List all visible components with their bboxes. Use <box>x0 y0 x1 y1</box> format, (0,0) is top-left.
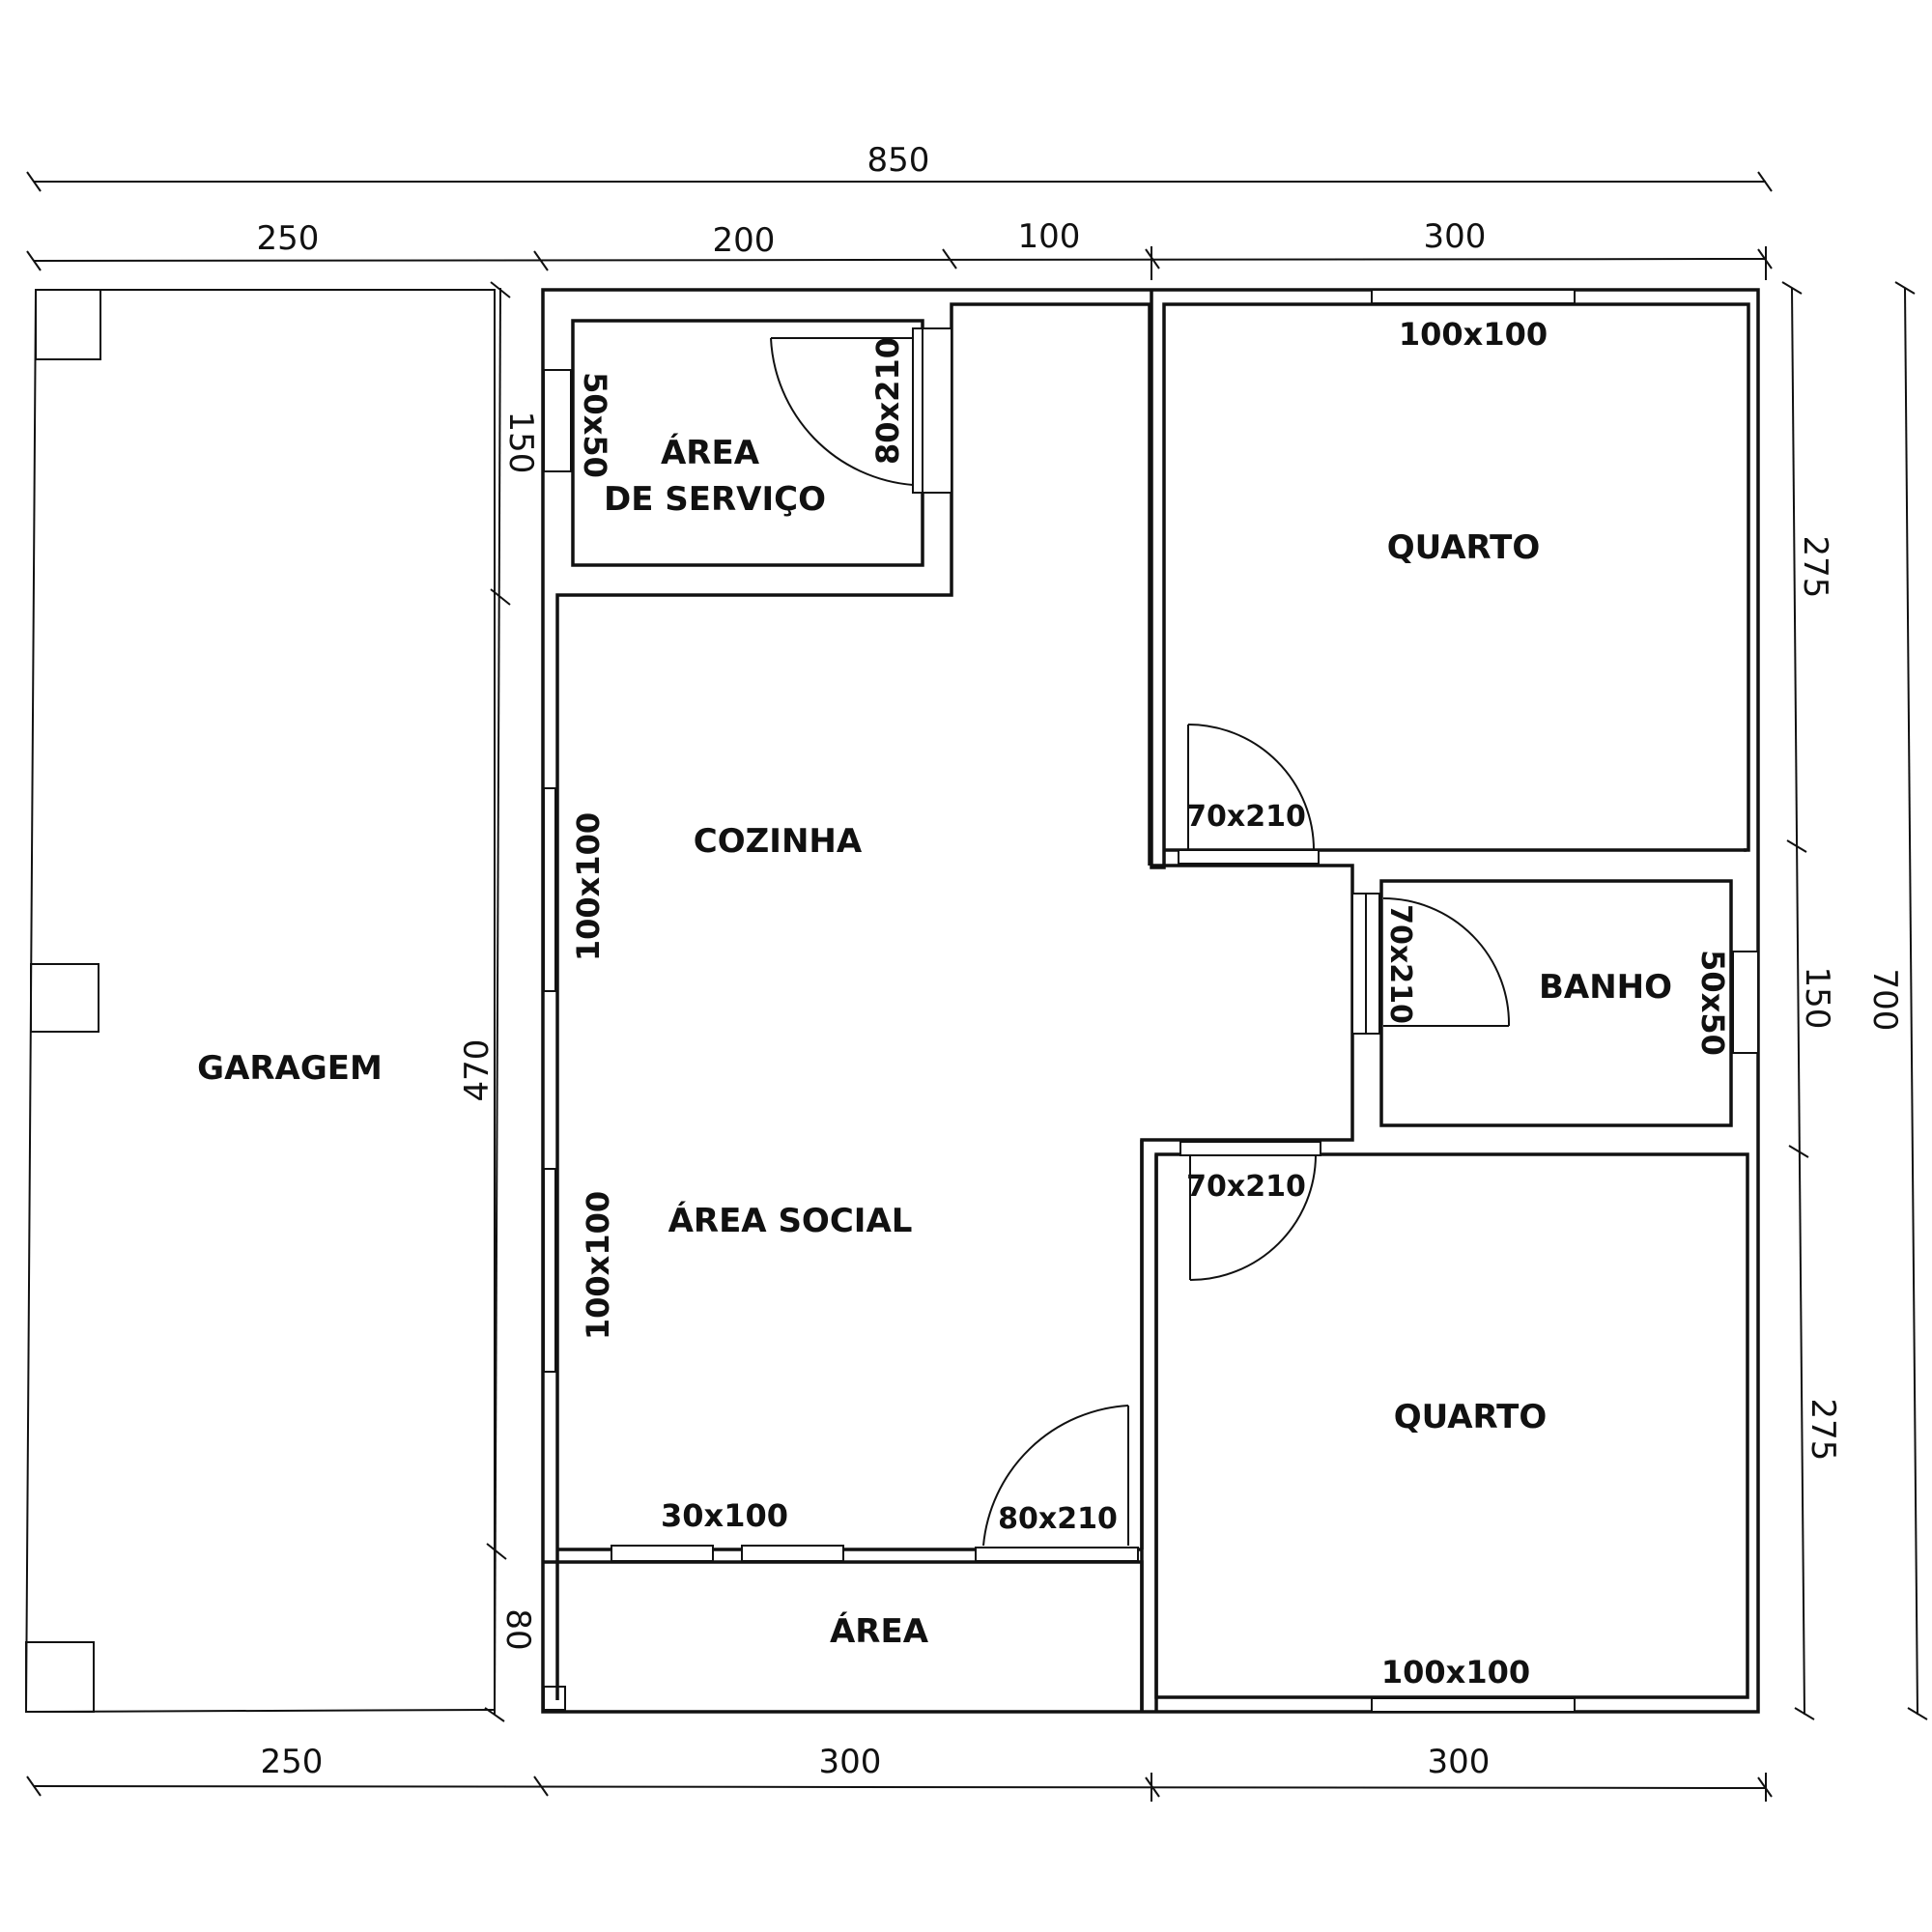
room-label-quarto-bottom: QUARTO <box>1394 1398 1548 1436</box>
room-label-garagem: GARAGEM <box>197 1049 383 1088</box>
dim-top-quarto: 300 <box>1424 217 1487 256</box>
opening-label-entrance-door: 80x210 <box>998 1502 1118 1536</box>
dim-top-hall: 100 <box>1018 217 1081 256</box>
doors <box>770 327 1511 1562</box>
opening-label-servico-window: 50x50 <box>577 372 613 478</box>
dim-total-height: 700 <box>1865 969 1904 1032</box>
dim-left-social: 470 <box>458 1039 497 1102</box>
hall-walls <box>543 864 1354 1712</box>
room-label-banho: BANHO <box>1539 968 1672 1007</box>
dim-right-quarto-top: 275 <box>1796 536 1834 599</box>
garagem-outline <box>24 289 496 1714</box>
corner-marker <box>543 1686 566 1711</box>
room-label-area-servico-1: ÁREA <box>661 433 760 472</box>
opening-label-quarto-bottom-window: 100x100 <box>1381 1654 1530 1690</box>
dim-bottom-garagem: 250 <box>261 1743 324 1781</box>
dim-bottom-quarto: 300 <box>1428 1743 1491 1781</box>
room-label-quarto-top: QUARTO <box>1387 528 1541 567</box>
room-label-area-social: ÁREA SOCIAL <box>668 1201 913 1240</box>
dim-left-area: 80 <box>498 1608 537 1650</box>
dim-bottom-social: 300 <box>819 1743 882 1781</box>
opening-label-quarto-top-window: 100x100 <box>1399 316 1548 353</box>
dim-top-garagem: 250 <box>257 219 320 258</box>
opening-label-servico-door: 80x210 <box>869 337 906 465</box>
opening-label-social-bottom-window: 30x100 <box>661 1497 788 1534</box>
banho-walls <box>1379 879 1733 1127</box>
room-label-area-servico-2: DE SERVIÇO <box>604 480 826 519</box>
opening-label-banho-window: 50x50 <box>1694 950 1731 1056</box>
quarto-top-walls <box>1150 290 1750 869</box>
dim-top-servico: 200 <box>713 221 776 260</box>
dim-total-width: 850 <box>867 141 930 180</box>
opening-label-social-window: 100x100 <box>580 1191 616 1340</box>
opening-label-cozinha-window: 100x100 <box>570 812 607 961</box>
room-label-cozinha: COZINHA <box>694 822 863 861</box>
dim-left-servico: 150 <box>501 412 540 474</box>
opening-label-quarto-top-door: 70x210 <box>1186 800 1306 834</box>
room-label-area: ÁREA <box>830 1611 929 1651</box>
dim-right-quarto-bottom: 275 <box>1804 1399 1842 1462</box>
opening-label-quarto-bottom-door: 70x210 <box>1186 1170 1306 1204</box>
opening-label-banho-door: 70x210 <box>1383 904 1417 1024</box>
windows <box>543 289 1759 1713</box>
dim-right-banho: 150 <box>1798 967 1836 1030</box>
